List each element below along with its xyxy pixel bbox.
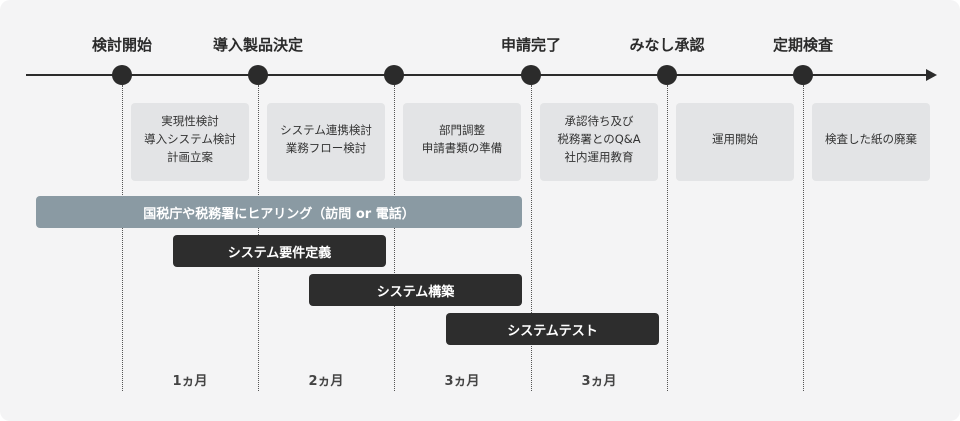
duration-label: 3ヵ月: [444, 374, 480, 389]
arrow-right-icon: [926, 69, 937, 81]
phase-card-text: システム連携検討 業務フロー検討: [280, 123, 372, 155]
phase-card-integration: システム連携検討 業務フロー検討: [267, 103, 385, 181]
guide-line: [122, 85, 123, 391]
phase-card-operation-start: 運用開始: [676, 103, 794, 181]
milestone-label-product-decision: 導入製品決定: [212, 36, 303, 54]
guide-line: [394, 85, 395, 391]
duration-label: 2ヵ月: [308, 374, 344, 389]
milestone-label-application-complete: 申請完了: [500, 36, 561, 54]
phase-card-text: 実現性検討 導入システム検討 計画立案: [144, 114, 236, 164]
guide-line: [803, 85, 804, 391]
phase-card-text: 部門調整 申請書類の準備: [421, 123, 503, 155]
milestone-label-deemed-approval: みなし承認: [629, 36, 705, 54]
guide-line: [667, 85, 668, 391]
phase-card-disposal: 検査した紙の廃棄: [812, 103, 930, 181]
phase-card-text: 承認待ち及び 税務署とのQ&A 社内運用教育: [557, 114, 641, 164]
task-bar-test: システムテスト: [446, 313, 659, 345]
timeline-node: [521, 65, 541, 85]
phase-card-planning: 実現性検討 導入システム検討 計画立案: [131, 103, 249, 181]
phase-card-approval-wait: 承認待ち及び 税務署とのQ&A 社内運用教育: [540, 103, 658, 181]
timeline-node: [384, 65, 404, 85]
task-bar-hearing: 国税庁や税務署にヒアリング（訪問 or 電話）: [36, 196, 522, 228]
timeline-axis: [26, 74, 928, 76]
guide-line: [531, 85, 532, 391]
phase-card-text: 運用開始: [712, 132, 758, 146]
milestone-label-start: 検討開始: [91, 36, 152, 54]
timeline-node: [793, 65, 813, 85]
timeline-node: [248, 65, 268, 85]
duration-label: 1ヵ月: [172, 374, 208, 389]
phase-card-text: 検査した紙の廃棄: [825, 132, 917, 146]
phase-card-preparation: 部門調整 申請書類の準備: [403, 103, 521, 181]
timeline-node: [112, 65, 132, 85]
duration-label: 3ヵ月: [581, 374, 617, 389]
milestone-label-periodic-inspection: 定期検査: [772, 36, 833, 54]
task-bar-requirements: システム要件定義: [173, 235, 386, 267]
task-bar-build: システム構築: [309, 274, 522, 306]
timeline-node: [657, 65, 677, 85]
